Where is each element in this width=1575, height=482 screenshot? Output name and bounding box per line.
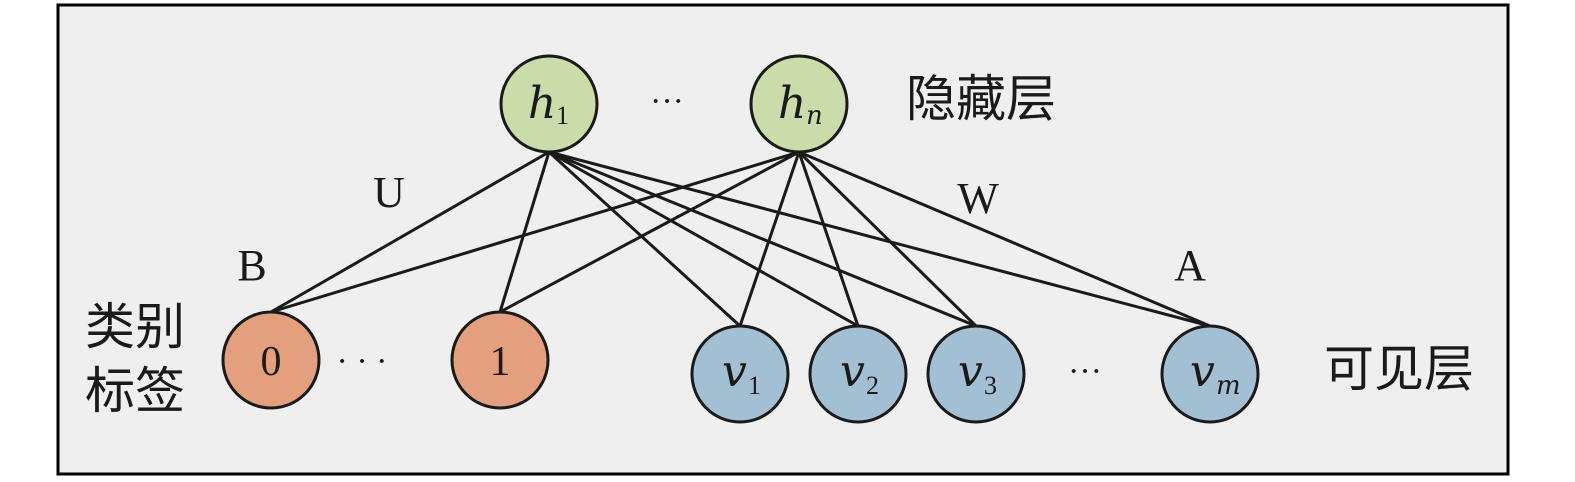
visible-node-v2: v 2 [808,324,908,424]
hidden-node-h1-sub: 1 [556,101,569,130]
edge-h1-v3 [548,150,977,328]
hidden-node-h1-symbol: h [528,78,556,129]
visible-node-v2-symbol: v [840,346,865,397]
class-label-line1: 类别 [85,298,185,356]
edge-h1-label1 [498,151,551,313]
edge-h1-vm [548,150,1211,328]
visible-node-v1: v 1 [690,324,790,424]
hidden-layer-label: 隐藏层 [906,70,1056,128]
visible-node-vm-sub: m [1216,371,1241,401]
edge-hn-label0 [270,150,800,314]
edge-hn-v1 [738,151,801,327]
visible-node-v1-sub: 1 [748,371,761,400]
class-label-line2: 标签 [85,362,185,420]
label-node-0: 0 [221,310,321,410]
hidden-node-h1: h 1 [499,54,599,154]
label-node-1: 1 [450,310,550,410]
bias-label-a: A [1174,241,1206,290]
edge-hn-v3 [797,150,978,328]
hidden-ellipsis: ··· [650,83,684,120]
visible-node-v3-sub: 3 [984,371,997,400]
visible-node-v2-sub: 2 [866,371,879,400]
visible-node-v3: v 3 [926,324,1026,424]
visible-layer-label: 可见层 [1324,340,1474,398]
edge-hn-v2 [797,151,860,327]
edge-h1-label0 [270,150,550,314]
weight-label-w: W [957,174,999,223]
visible-node-v3-symbol: v [958,346,983,397]
visible-node-v1-symbol: v [722,346,747,397]
edge-hn-label1 [499,150,800,314]
visible-node-vm-symbol: v [1190,346,1215,397]
label-ellipsis: · · · [337,343,388,380]
hidden-node-hn: h n [749,54,849,154]
edges [270,150,1211,328]
bias-label-b: B [237,241,266,290]
weight-label-u: U [373,168,405,217]
hidden-node-hn-sub: n [806,101,823,131]
edge-h1-v1 [547,150,742,328]
visible-ellipsis: ··· [1068,353,1102,390]
visible-node-vm: v m [1160,324,1260,424]
edge-h1-v2 [548,150,859,328]
label-node-1-text: 1 [490,339,511,385]
label-node-0-text: 0 [261,339,282,385]
edge-hn-vm [798,150,1211,328]
hidden-node-hn-symbol: h [778,78,806,129]
